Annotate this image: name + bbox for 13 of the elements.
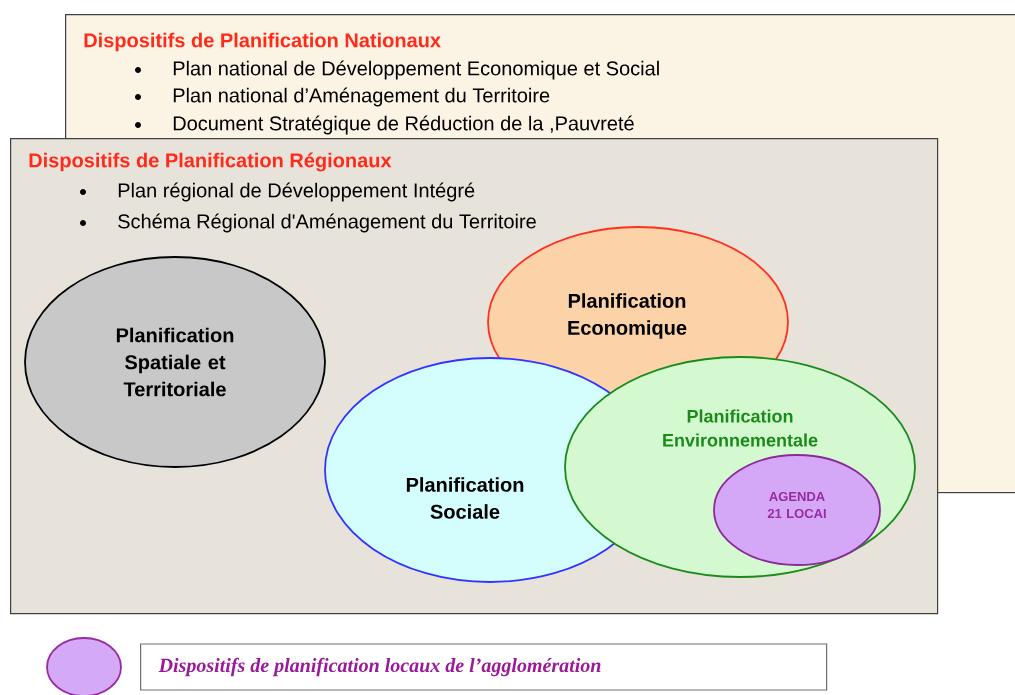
ellipse-label: Planification Environnementale [663,409,818,447]
panel-heading: Dispositifs de Planification Nationaux [84,32,441,52]
bullet-item: Schéma Régional d'Aménagement du Territoire [118,213,536,233]
ellipse-label: Planification Spatiale et Territoriale [116,327,234,397]
panel-heading: Dispositifs de Planification Régionaux [29,152,392,172]
ellipse-label: Planification Sociale [406,477,524,519]
ellipse-label: AGENDA 21 LOCAI [767,491,826,519]
legend-label: Dispositifs de planification locaux de l’agglomération [140,643,828,691]
ellipse-label: Planification Economique [568,293,687,339]
bullet-item: Document Stratégique de Réduction de la ,Pauvreté [173,115,634,135]
bullet-item: Plan national de Développement Economique et Social [173,60,659,80]
bullet-item: Plan national d’Aménagement du Territoire [173,87,550,107]
bullet-item: Plan régional de Développement Intégré [118,182,475,202]
